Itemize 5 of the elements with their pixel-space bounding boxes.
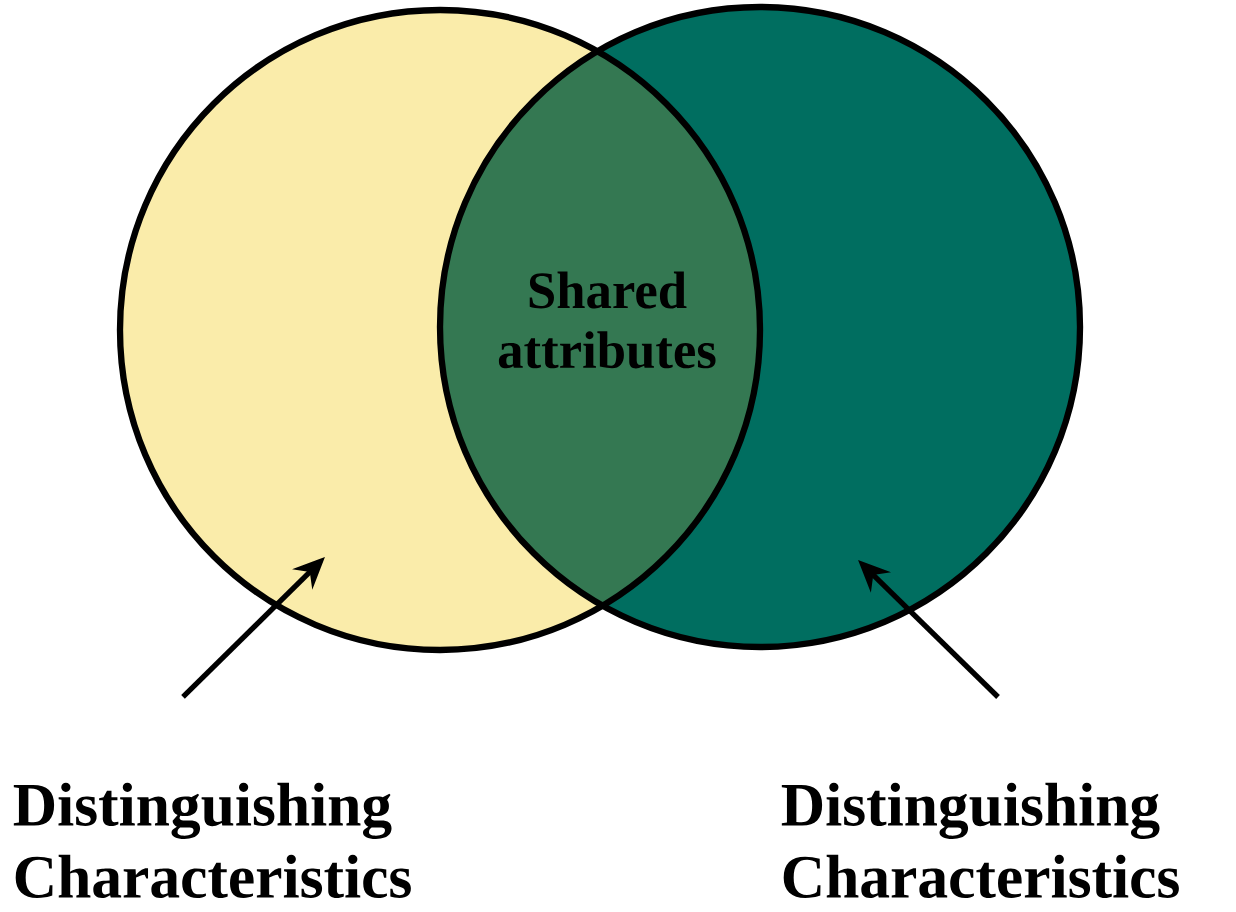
venn-circle bbox=[116, 6, 764, 654]
label-text: Distinguishing Characteristics bbox=[781, 782, 1179, 899]
label-text: Shared attributes bbox=[498, 271, 716, 369]
venn-circle bbox=[436, 3, 1084, 651]
label-text: Distinguishing Characteristics bbox=[13, 782, 411, 899]
